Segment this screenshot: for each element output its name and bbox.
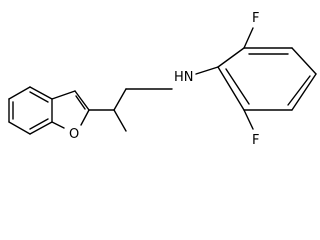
bond [8, 86, 31, 100]
bond-lines [8, 27, 317, 135]
bond [217, 47, 245, 68]
bond [8, 121, 31, 135]
bond [29, 86, 53, 100]
nitrogen-label: HN [174, 70, 194, 85]
bond [75, 95, 86, 110]
fluorine-bottom-label: F [252, 133, 259, 148]
bond [195, 66, 219, 75]
bond [291, 73, 317, 111]
bond [287, 75, 311, 106]
structure-canvas: O HN F F [8, 11, 317, 148]
bond [29, 91, 49, 103]
bond [217, 66, 245, 111]
bond [80, 109, 90, 126]
oxygen-label: O [69, 127, 79, 142]
fluorine-top-label: F [252, 11, 259, 26]
bond [113, 88, 127, 111]
bond [74, 90, 90, 111]
bond [291, 47, 317, 75]
bond [243, 109, 254, 130]
bond [243, 27, 254, 49]
bond [51, 90, 76, 100]
bond [113, 109, 127, 132]
bond [225, 68, 250, 105]
molecule-drawing: O HN F F [8, 11, 317, 148]
bond [29, 121, 53, 135]
bond [51, 121, 65, 129]
bond [29, 118, 49, 130]
